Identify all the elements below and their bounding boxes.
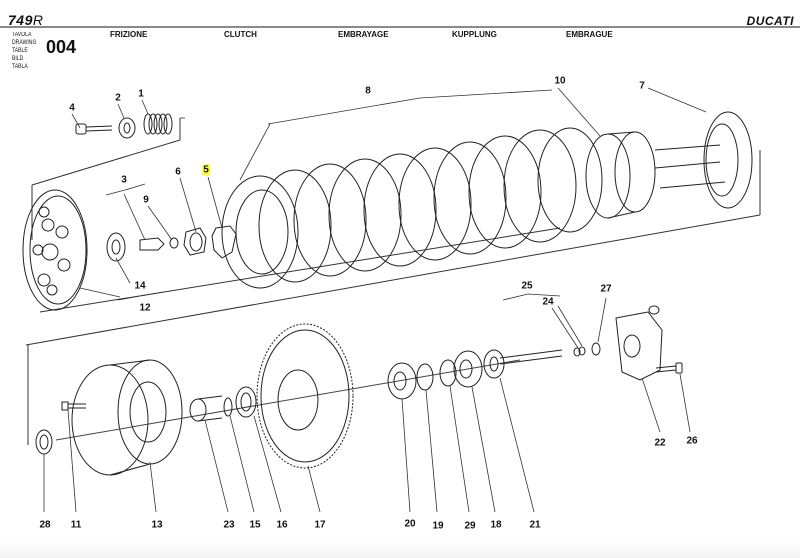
page-bottom-shadow xyxy=(0,540,800,558)
callout-6: 6 xyxy=(175,166,181,178)
bearing-18 xyxy=(453,350,483,388)
pressure-flange-7 xyxy=(654,111,753,209)
table-label: TABLA xyxy=(12,64,28,70)
callout-8: 8 xyxy=(365,85,371,97)
callout-22: 22 xyxy=(654,437,666,449)
callout-20: 20 xyxy=(404,518,416,530)
o-ring-27 xyxy=(591,342,601,356)
title-english: CLUTCH xyxy=(224,30,257,39)
callout-2: 2 xyxy=(115,92,121,104)
table-label-list: TAVOLA DRAWING TABLE BILD TABLA xyxy=(12,31,36,71)
lock-plate-5 xyxy=(211,225,237,259)
pressure-plate-12 xyxy=(22,189,88,311)
shim-29 xyxy=(439,359,457,387)
drawing-number: 004 xyxy=(46,37,77,57)
pushrod-3 xyxy=(139,237,165,251)
callout-27: 27 xyxy=(600,283,612,295)
frame-lines xyxy=(25,118,761,445)
clutch-hub-10 xyxy=(585,131,656,219)
callout-1: 1 xyxy=(138,88,144,100)
o-ring-9 xyxy=(169,237,179,249)
seals-24 xyxy=(573,346,586,357)
callout-17: 17 xyxy=(314,519,326,531)
clutch-plates-8 xyxy=(221,127,603,289)
slave-cylinder-22 xyxy=(615,305,663,381)
callout-23: 23 xyxy=(223,519,235,531)
table-label: TABLE xyxy=(12,48,28,54)
table-label: DRAWING xyxy=(12,40,37,46)
bearing-21 xyxy=(483,349,505,379)
callout-19: 19 xyxy=(432,520,444,532)
callout-24: 24 xyxy=(542,296,554,308)
callout-3: 3 xyxy=(121,174,127,186)
model-name: 749R xyxy=(8,12,44,28)
callout-16: 16 xyxy=(276,519,288,531)
leader-lines xyxy=(43,87,707,513)
bolt-11 xyxy=(61,401,86,411)
callout-14: 14 xyxy=(134,280,146,292)
title-italian: FRIZIONE xyxy=(110,30,148,39)
callout-26: 26 xyxy=(686,435,698,447)
bolt-26 xyxy=(655,362,683,374)
washer-2 xyxy=(118,117,136,139)
shaft xyxy=(499,349,563,365)
primary-gear-17 xyxy=(256,323,354,469)
bolt-4 xyxy=(75,123,113,135)
table-label: TAVOLA xyxy=(12,32,32,38)
callout-5-highlighted: 5 xyxy=(202,164,210,176)
clutch-housing-13 xyxy=(71,359,183,476)
washer-28 xyxy=(35,429,53,455)
circlip-19 xyxy=(416,363,434,391)
callout-7: 7 xyxy=(639,80,645,92)
title-french: EMBRAYAGE xyxy=(338,30,389,39)
header-divider xyxy=(0,26,800,28)
callout-28: 28 xyxy=(39,519,51,531)
callout-15: 15 xyxy=(249,519,261,531)
bearing-16 xyxy=(235,386,257,418)
brand-logo: DUCATI xyxy=(746,14,794,28)
nut-6 xyxy=(183,227,207,256)
title-german: KUPPLUNG xyxy=(452,30,497,39)
callout-10: 10 xyxy=(554,75,566,87)
table-label: BILD xyxy=(12,56,24,62)
callout-11: 11 xyxy=(70,519,82,531)
o-ring-15 xyxy=(223,397,233,417)
callout-21: 21 xyxy=(529,519,541,531)
callout-13: 13 xyxy=(151,519,163,531)
axis-line xyxy=(55,359,521,441)
callout-29: 29 xyxy=(464,520,476,532)
callout-9: 9 xyxy=(143,194,149,206)
spacer-23 xyxy=(189,395,223,422)
spring-1 xyxy=(143,113,173,135)
callout-18: 18 xyxy=(490,519,502,531)
bearing-20 xyxy=(387,362,417,400)
callout-25: 25 xyxy=(521,280,533,292)
bearing-14 xyxy=(106,232,126,262)
title-spanish: EMBRAGUE xyxy=(566,30,613,39)
callout-4: 4 xyxy=(69,102,75,114)
callout-12: 12 xyxy=(139,302,151,314)
